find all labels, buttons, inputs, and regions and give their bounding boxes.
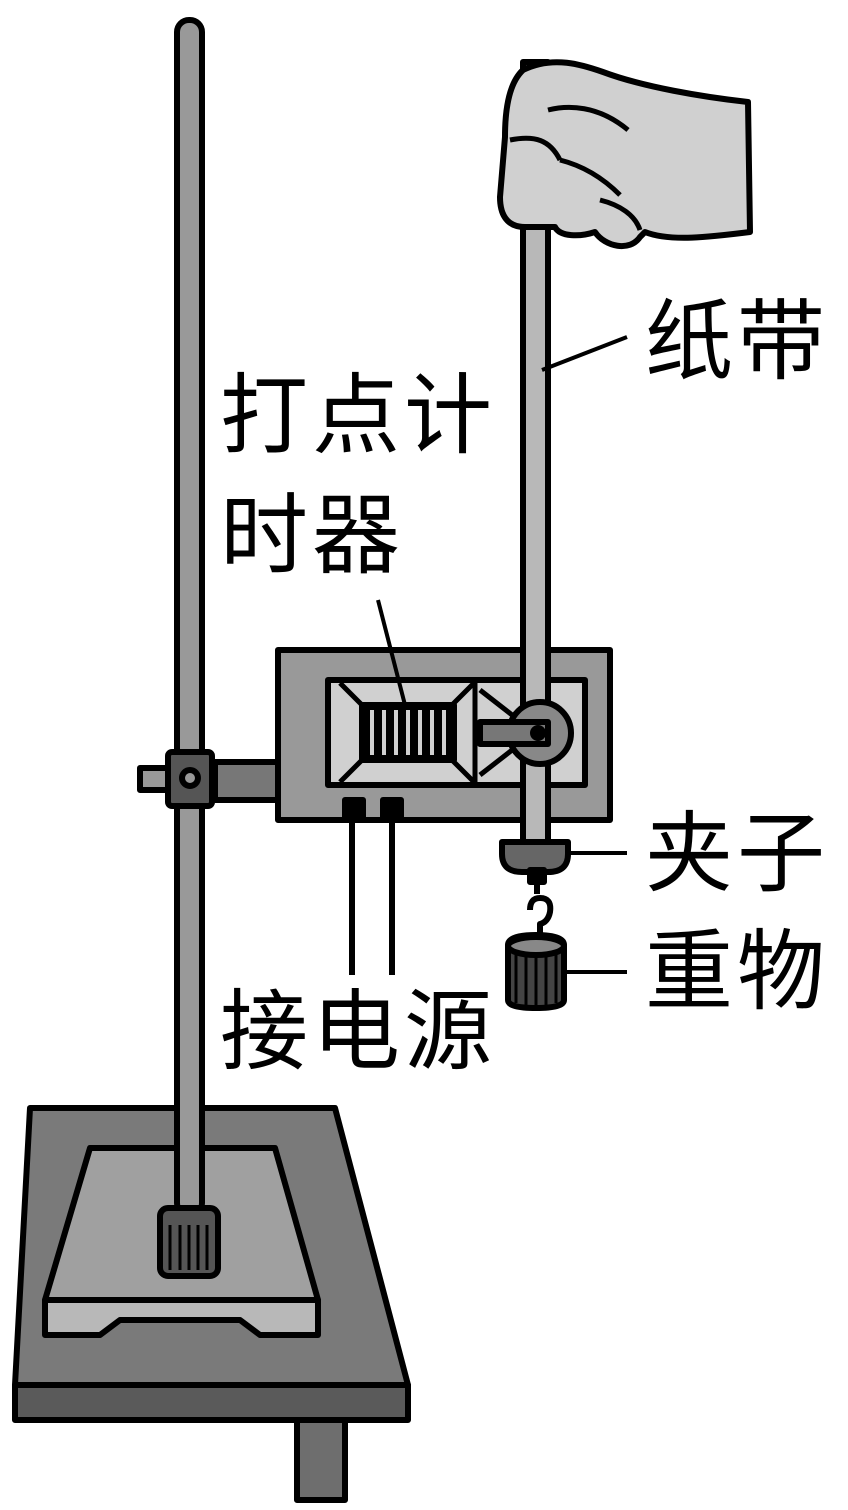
timer-disc bbox=[477, 699, 574, 767]
hook bbox=[527, 882, 554, 938]
label-clip: 夹子 bbox=[645, 802, 830, 905]
label-weight: 重物 bbox=[645, 920, 830, 1023]
stand-pole bbox=[174, 17, 205, 1218]
label-power: 接电源 bbox=[220, 980, 497, 1083]
power-wires bbox=[349, 820, 395, 975]
leader-lines bbox=[376, 335, 628, 974]
hand bbox=[497, 59, 753, 249]
label-paper-tape: 纸带 bbox=[645, 290, 830, 393]
label-ticker-timer-line1: 打点计 bbox=[220, 364, 497, 467]
tape-clip bbox=[499, 839, 571, 885]
hand-fingers bbox=[509, 104, 643, 231]
pole-knob bbox=[157, 1205, 221, 1279]
weight bbox=[505, 932, 567, 1011]
label-ticker-timer-line2: 时器 bbox=[220, 484, 405, 587]
